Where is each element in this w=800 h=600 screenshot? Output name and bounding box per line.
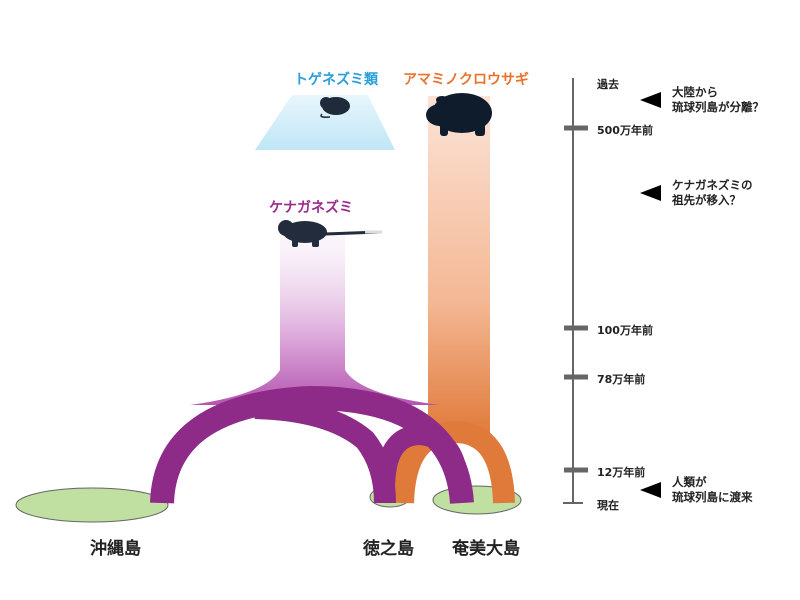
togenezumi-lineage (255, 95, 395, 150)
kenaga-column (190, 235, 440, 405)
kenaga-arch-okinawa-tokunoshima (254, 397, 396, 504)
island-label-tokunoshima: 徳之島 (363, 539, 414, 559)
island-label-okinawa: 沖縄島 (90, 539, 141, 559)
amami-rabbit-column (428, 96, 490, 436)
spiny-rat-icon (320, 97, 350, 118)
label-amami-rabbit: アマミノクロウサギ (403, 72, 529, 88)
timeline-ticks (564, 125, 588, 473)
event-arrow-icons (640, 92, 661, 498)
label-kenaga: ケナガネズミ (269, 200, 353, 216)
amami-rabbit-arch (392, 420, 515, 504)
event-note: 人類が琉球列島に渡来 (672, 475, 753, 504)
event-note: 大陸から琉球列島が分離？ (672, 85, 764, 114)
timeline-tick-label: 100万年前 (597, 324, 653, 337)
kenaga-rat-icon (278, 220, 382, 247)
event-note: ケナガネズミの祖先が移入？ (672, 178, 753, 207)
label-togenezumi: トゲネズミ類 (294, 72, 378, 88)
kenaga-arch-tokunoshima-amami (375, 424, 468, 491)
timeline-past: 過去 (597, 78, 619, 91)
island-okinawa (15, 487, 169, 523)
island-label-amami: 奄美大島 (452, 539, 520, 559)
timeline-tick-label: 500万年前 (597, 124, 653, 137)
timeline-present: 現在 (597, 499, 619, 512)
timeline-tick-label: 78万年前 (597, 373, 646, 386)
amami-rabbit-icon (426, 93, 492, 136)
timeline-tick-label: 12万年前 (597, 466, 646, 479)
